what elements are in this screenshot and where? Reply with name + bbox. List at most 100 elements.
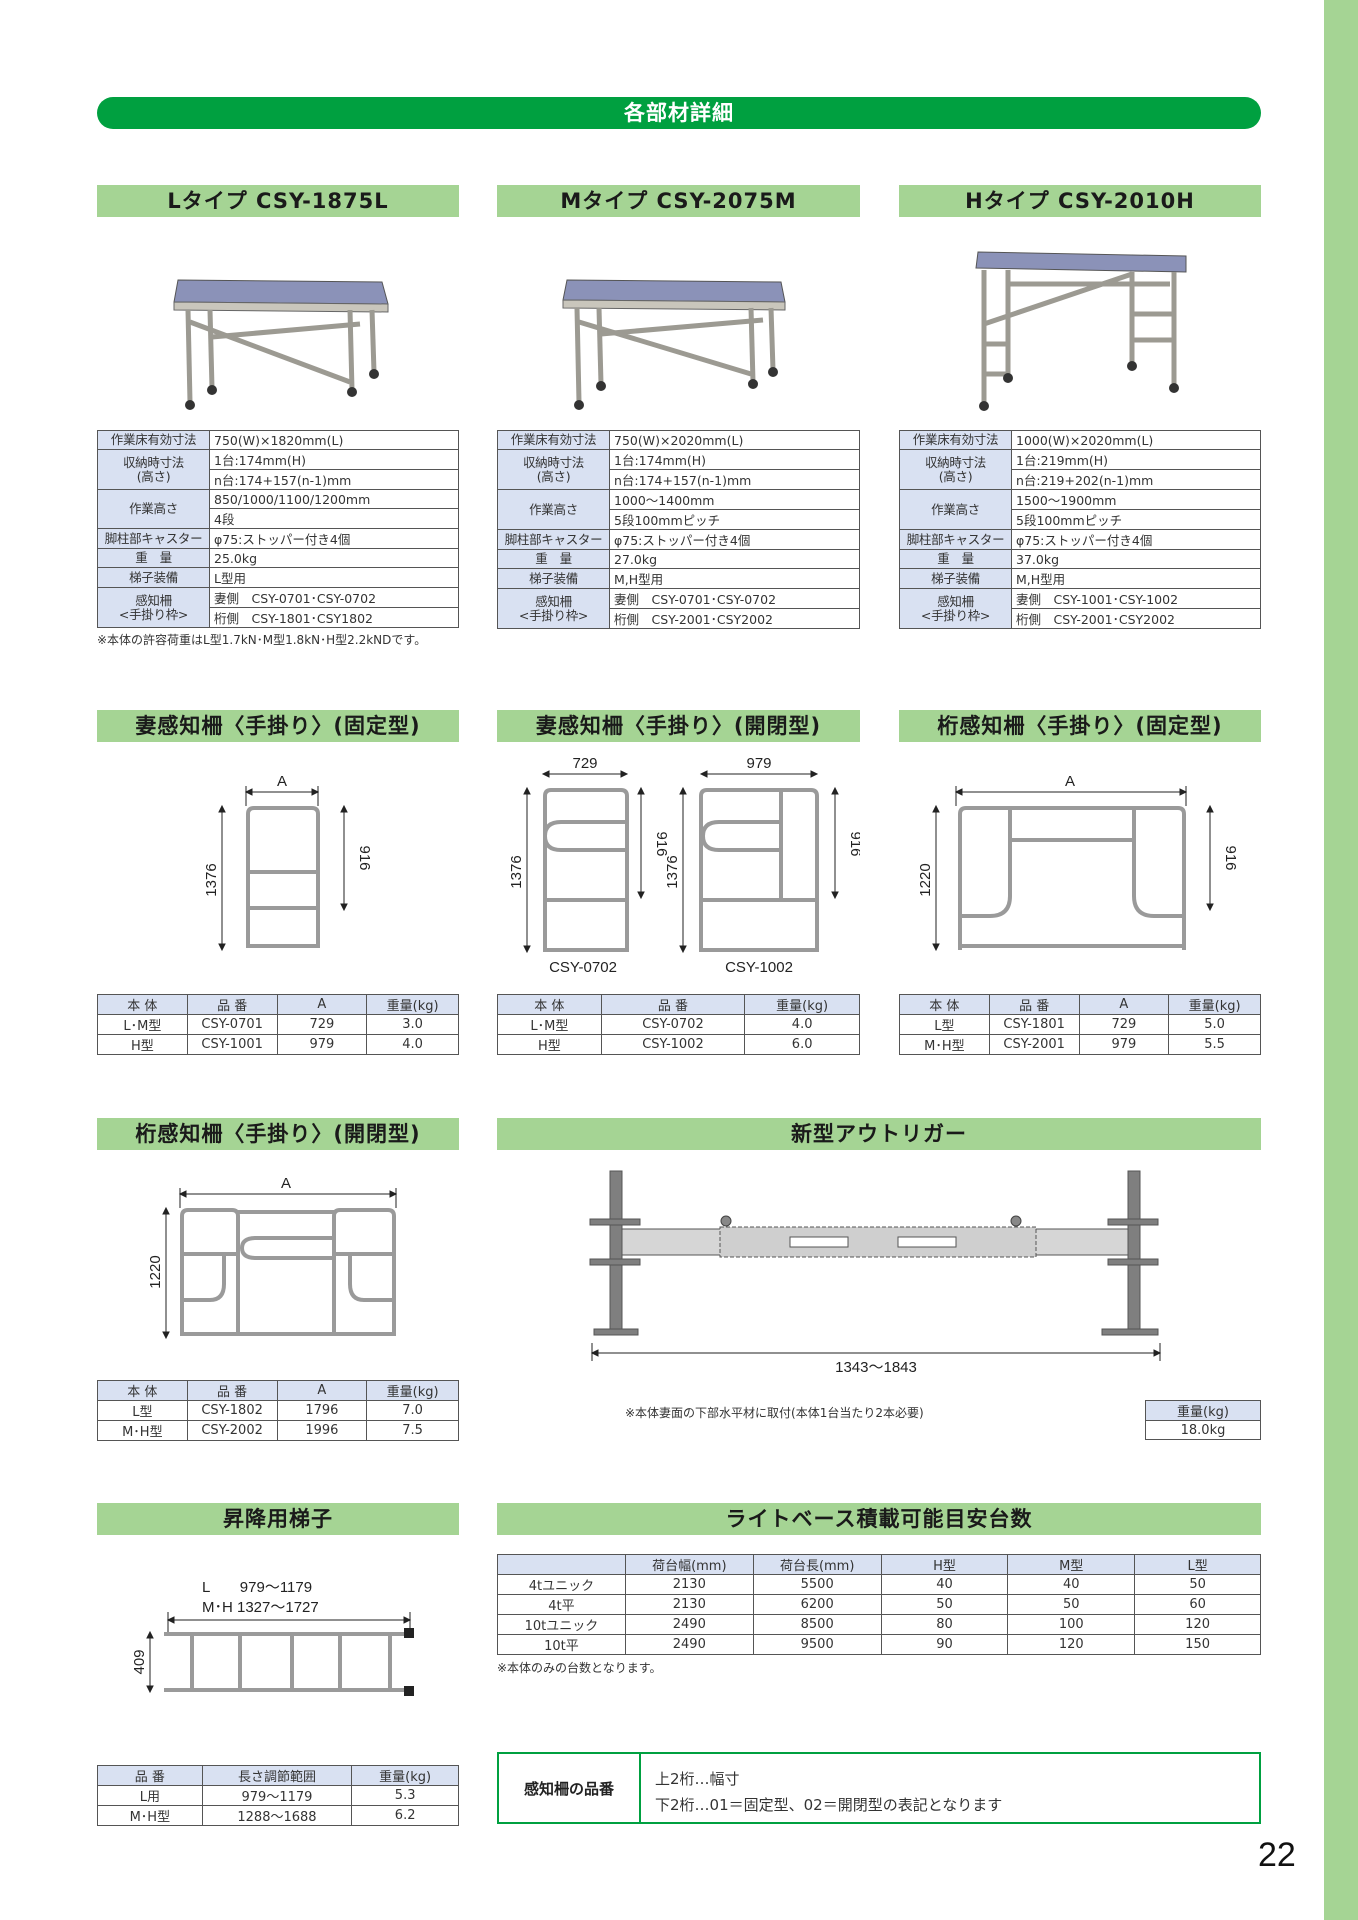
outrigger-diagram: 1343〜1843	[589, 1170, 1162, 1376]
table-cell: 1288〜1688	[201, 1805, 353, 1826]
spec-key: 梯子装備	[97, 567, 210, 588]
dim-h2-left: 916	[653, 831, 670, 856]
dim-h2-right: 916	[847, 831, 860, 856]
column-header: H型	[880, 1554, 1009, 1575]
label-csy-1002: CSY-1002	[725, 959, 793, 976]
ladder-diagram: L 979〜1179 M･H 1327〜1727 409	[131, 1579, 414, 1696]
spec-key: 収納時寸法 (高さ)	[97, 449, 210, 490]
table-cell: 10t平	[497, 1634, 626, 1655]
table-cell: CSY-2001	[988, 1034, 1080, 1055]
table-cell: 6.0	[744, 1034, 860, 1055]
spec-row: n台:219+202(n-1)mm	[900, 469, 1261, 490]
product-m-photo	[562, 279, 786, 410]
table-cell: L･M型	[497, 1014, 602, 1035]
table-cell: 9500	[752, 1634, 882, 1655]
spec-value: 750(W)×1820mm(L)	[209, 430, 459, 450]
table-cell: CSY-1002	[600, 1034, 746, 1055]
spec-value: 850/1000/1100/1200mm	[209, 489, 459, 509]
table-cell: 979	[1078, 1034, 1170, 1055]
table-cell: 4tユニック	[497, 1574, 626, 1595]
table-cell: 18.0kg	[1145, 1420, 1261, 1440]
dim-height: 1220	[917, 863, 934, 896]
spec-value: φ75:ストッパー付き4個	[209, 528, 459, 549]
table-cell: 2130	[624, 1574, 754, 1595]
table-cell: 2490	[624, 1614, 754, 1635]
column-header: A	[276, 1380, 368, 1401]
table-cell: 3.0	[366, 1014, 459, 1035]
dim-length: 1343〜1843	[835, 1359, 917, 1376]
table-cell: 120	[1007, 1634, 1136, 1655]
legend-text: 上2桁…幅寸 下2桁…01＝固定型、02＝開閉型の表記となります	[641, 1754, 1002, 1822]
product-m-title: Mタイプ CSY-2075M	[497, 185, 860, 217]
table-cell: 90	[880, 1634, 1009, 1655]
table-header-row: 品 番長さ調節範囲重量(kg)	[97, 1765, 459, 1786]
page-title: 各部材詳細	[97, 97, 1261, 129]
spec-value: 桁側 CSY-2001･CSY2002	[609, 608, 860, 629]
column-header: 品 番	[600, 994, 746, 1015]
label-csy-0702: CSY-0702	[549, 959, 617, 976]
table-cell: 6200	[752, 1594, 882, 1615]
table-cell: CSY-0701	[186, 1014, 278, 1035]
table-cell: CSY-1001	[186, 1034, 278, 1055]
table-cell: 6.2	[351, 1805, 459, 1826]
spec-row: 5段100mmピッチ	[900, 509, 1261, 530]
dim-h-left: 1376	[508, 855, 525, 888]
table-header-row: 重量(kg)	[1145, 1400, 1261, 1421]
spec-row: 桁側 CSY-2001･CSY2002	[498, 608, 860, 629]
table-cell: L･M型	[97, 1014, 188, 1035]
table-cell: 729	[276, 1014, 368, 1035]
spec-key: 重 量	[497, 549, 610, 569]
spec-key: 作業床有効寸法	[497, 430, 610, 450]
column-header: 本 体	[97, 994, 188, 1015]
spec-value: 桁側 CSY-1801･CSY1802	[209, 607, 459, 628]
column-header: A	[1078, 994, 1170, 1015]
dim-a: A	[281, 1175, 291, 1192]
spec-row: 桁側 CSY-1801･CSY1802	[98, 607, 459, 628]
fence-code-legend: 感知柵の品番 上2桁…幅寸 下2桁…01＝固定型、02＝開閉型の表記となります	[497, 1752, 1261, 1824]
table-cell: 40	[880, 1574, 1009, 1595]
table-cell: 100	[1007, 1614, 1136, 1635]
spec-key: 感知柵 <手掛り枠>	[97, 587, 210, 628]
fence-keta-open-title: 桁感知柵〈手掛り〉(開閉型)	[97, 1118, 459, 1150]
dim-l: L 979〜1179	[202, 1579, 312, 1596]
table-cell: 5.0	[1168, 1014, 1261, 1035]
spec-key: 作業床有効寸法	[899, 430, 1012, 450]
fence-keta-fixed-diagram: A 1220 916	[917, 773, 1239, 952]
spec-key: 重 量	[97, 548, 210, 568]
spec-value: 1000〜1400mm	[609, 489, 860, 510]
spec-key: 収納時寸法 (高さ)	[899, 449, 1012, 490]
column-header: 品 番	[186, 994, 278, 1015]
column-header: 本 体	[899, 994, 990, 1015]
fence-tsuma-open-diagram: 729 979 1376 916 1376 916 CSY-0702 CSY-1…	[508, 755, 860, 976]
fence-tsuma-fixed-title: 妻感知柵〈手掛り〉(固定型)	[97, 710, 459, 742]
column-header: 荷台長(mm)	[752, 1554, 882, 1575]
table-cell: 979〜1179	[201, 1785, 353, 1806]
table-cell: CSY-2002	[186, 1420, 278, 1441]
spec-key: 作業高さ	[97, 489, 210, 529]
spec-value: 1台:174mm(H)	[209, 449, 459, 470]
spec-value: 妻側 CSY-1001･CSY-1002	[1011, 588, 1261, 609]
dim-w1: 729	[572, 755, 597, 772]
dim-height: 1376	[203, 863, 220, 896]
spec-key: 脚柱部キャスター	[97, 528, 210, 549]
table-cell: 5.3	[351, 1785, 459, 1806]
dim-a: A	[277, 773, 287, 790]
spec-key: 脚柱部キャスター	[899, 529, 1012, 550]
legend-line-1: 上2桁…幅寸	[655, 1770, 740, 1788]
table-cell: 4t平	[497, 1594, 626, 1615]
table-cell: 8500	[752, 1614, 882, 1635]
